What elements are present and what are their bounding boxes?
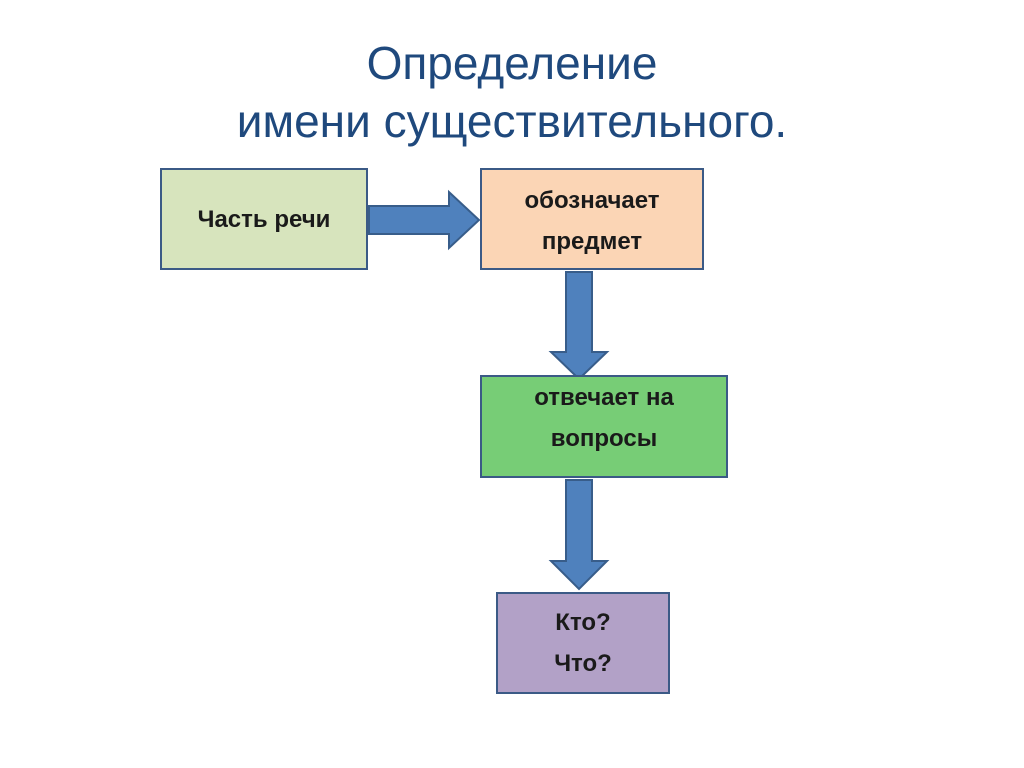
arrow-right — [368, 189, 481, 251]
box-answers-questions: отвечает на вопросы — [480, 375, 728, 478]
arrow-down-1 — [548, 271, 610, 381]
slide-title: Определение имени существительного. — [0, 34, 1024, 150]
box-denotes-object: обозначает предмет — [480, 168, 704, 270]
answers-line-1: отвечает на — [534, 384, 674, 411]
box-part-of-speech: Часть речи — [160, 168, 368, 270]
answers-line-2: вопросы — [550, 425, 658, 452]
questions-line-2: Что? — [554, 650, 612, 677]
title-line-2: имени существительного. — [236, 95, 788, 147]
title-line-1: Определение — [366, 37, 658, 89]
part-of-speech-label: Часть речи — [197, 205, 331, 233]
box-questions: Кто? Что? — [496, 592, 670, 694]
arrow-down-2 — [548, 479, 610, 591]
questions-line-1: Кто? — [555, 609, 611, 636]
denotes-line-2: предмет — [541, 228, 643, 255]
denotes-line-1: обозначает — [524, 187, 660, 214]
